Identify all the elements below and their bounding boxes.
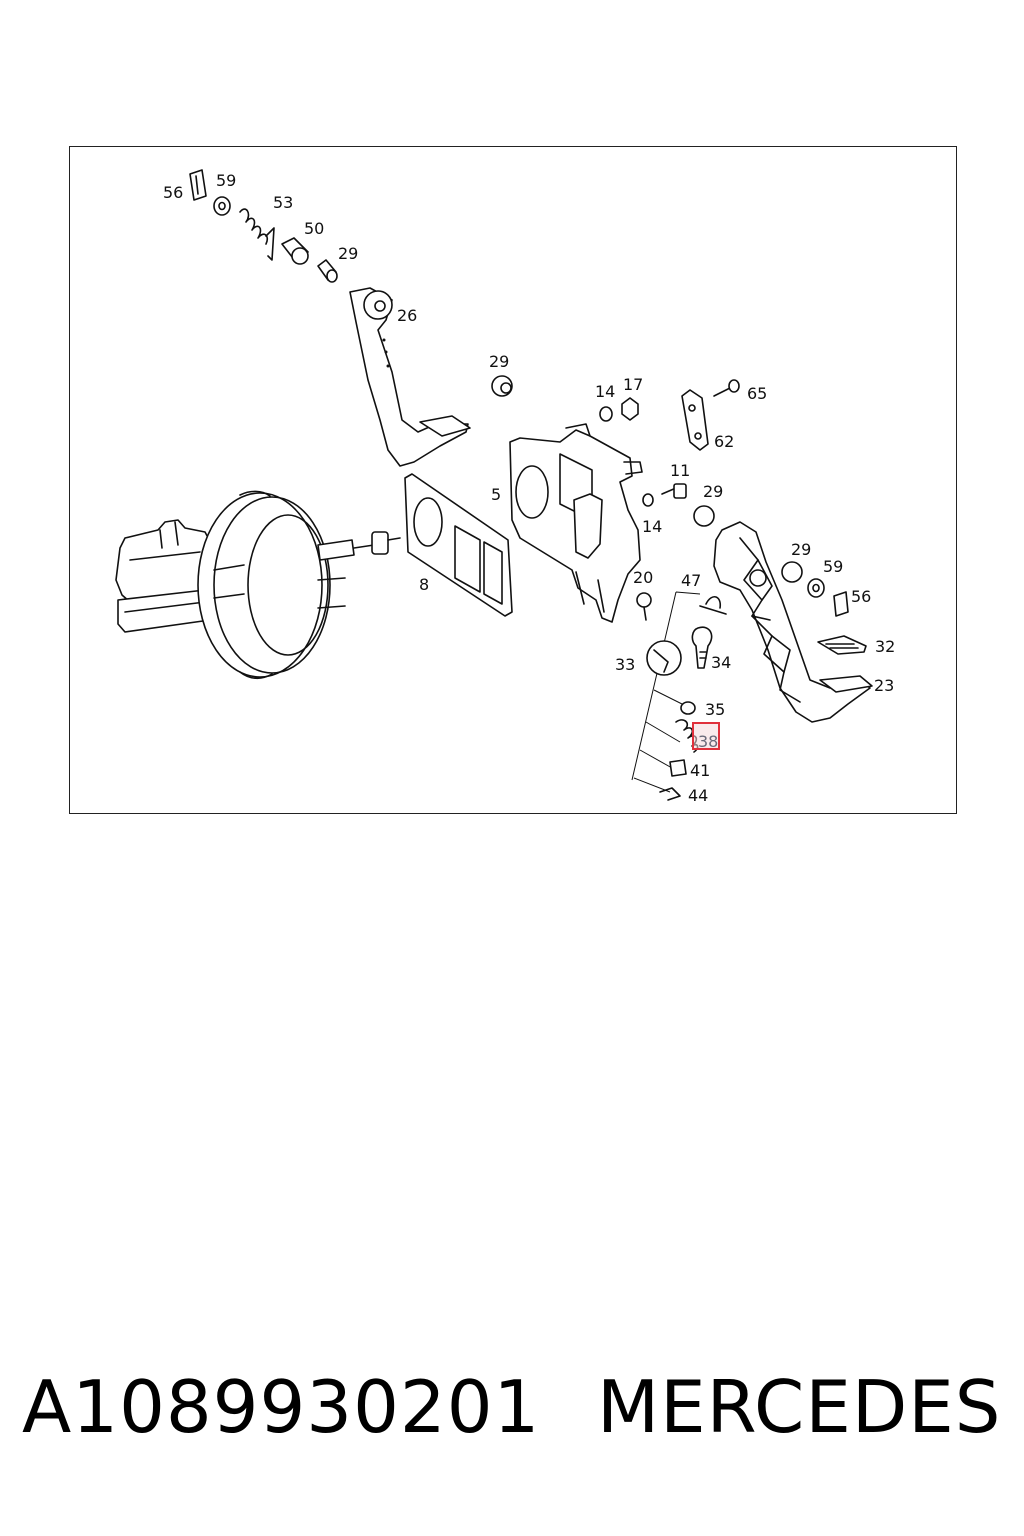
callout-59-top: 59: [216, 171, 236, 190]
callout-65: 65: [747, 384, 767, 403]
callout-labels: 56 59 53 50 29 26 29 14 17 65 62 5 8 11 …: [163, 171, 895, 805]
gasket-drawing: [404, 473, 513, 617]
callout-14-middle: 14: [642, 517, 662, 536]
callout-32: 32: [875, 637, 895, 656]
callout-29-middle: 29: [489, 352, 509, 371]
callout-11: 11: [670, 461, 690, 480]
callout-56-right: 56: [851, 587, 871, 606]
callout-29-right: 29: [791, 540, 811, 559]
callout-29-top: 29: [338, 244, 358, 263]
brake-booster-drawing: [115, 490, 401, 680]
part-number: A1089930201: [22, 1365, 541, 1449]
footer: A1089930201 MERCEDES: [0, 1365, 1024, 1475]
clutch-pedal-drawing: [349, 287, 471, 467]
callout-44: 44: [688, 786, 708, 805]
callout-35: 35: [705, 700, 725, 719]
callout-14-top: 14: [595, 382, 615, 401]
callout-53: 53: [273, 193, 293, 212]
callout-38-highlighted: 38: [698, 732, 718, 751]
callout-47: 47: [681, 571, 701, 590]
callout-29-pedal: 29: [703, 482, 723, 501]
pedal-bracket-drawing: [509, 423, 643, 623]
callout-41: 41: [690, 761, 710, 780]
callout-17: 17: [623, 375, 643, 394]
callout-33: 33: [615, 655, 635, 674]
highlighted-part-box: [692, 722, 720, 750]
callout-20: 20: [633, 568, 653, 587]
brake-pedal-drawing: [713, 521, 873, 723]
callout-34: 34: [711, 653, 731, 672]
brand-name: MERCEDES: [597, 1365, 1002, 1449]
callout-8: 8: [419, 575, 429, 594]
callout-62: 62: [714, 432, 734, 451]
callout-26: 26: [397, 306, 417, 325]
callout-59-right: 59: [823, 557, 843, 576]
callout-5: 5: [491, 485, 501, 504]
callout-50: 50: [304, 219, 324, 238]
callout-56-top: 56: [163, 183, 183, 202]
callout-23: 23: [874, 676, 894, 695]
small-parts-drawing: [189, 169, 867, 801]
